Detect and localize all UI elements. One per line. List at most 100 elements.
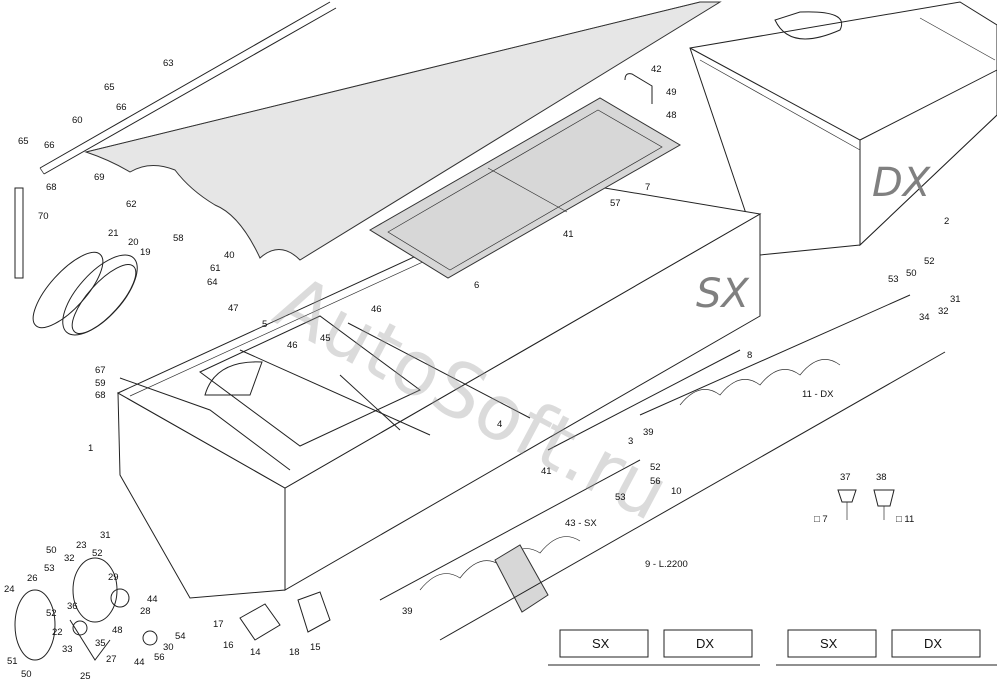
- callout-49: 49: [666, 87, 677, 98]
- callout-48b: 48: [112, 625, 123, 636]
- callout-52: 52: [924, 256, 935, 267]
- legend-right: SX DX: [776, 629, 997, 666]
- callout-44b: 44: [134, 657, 145, 668]
- callout-52c: 52: [92, 548, 103, 559]
- callout-31b: 31: [100, 530, 111, 541]
- legend-left-dx: DX: [696, 636, 714, 651]
- drive-assembly-left: [14, 557, 158, 661]
- callout-50: 50: [906, 268, 917, 279]
- callout-43: 43 - SX: [565, 518, 597, 529]
- callout-66b: 66: [44, 140, 55, 151]
- callout-56: 56: [650, 476, 661, 487]
- dim-11: □ 11: [896, 514, 914, 525]
- callout-28: 28: [140, 606, 151, 617]
- strip-part-70: [14, 187, 24, 279]
- legend-left-sx: SX: [592, 636, 610, 651]
- callout-48: 48: [666, 110, 677, 121]
- callout-18: 18: [289, 647, 300, 658]
- callout-8: 8: [747, 350, 752, 361]
- callout-47: 47: [228, 303, 239, 314]
- legend-left: SX DX: [548, 629, 760, 666]
- callout-31: 31: [950, 294, 961, 305]
- callout-67: 67: [95, 365, 106, 376]
- callout-50b: 50: [46, 545, 57, 556]
- callout-62: 62: [126, 199, 137, 210]
- callout-27: 27: [106, 654, 117, 665]
- hopper-body-part-1: SX: [116, 182, 762, 599]
- callout-61: 61: [210, 263, 221, 274]
- callout-32b: 32: [64, 553, 75, 564]
- callout-69: 69: [94, 172, 105, 183]
- callout-2: 2: [944, 216, 949, 227]
- callout-64: 64: [207, 277, 218, 288]
- callout-42: 42: [651, 64, 662, 75]
- top-rail-part-60: [39, 1, 337, 175]
- callout-41: 41: [563, 229, 574, 240]
- fittings-37-38: [837, 489, 895, 520]
- callout-38: 38: [876, 472, 887, 483]
- callout-14: 14: [250, 647, 261, 658]
- callout-58: 58: [173, 233, 184, 244]
- handle-part-42: [624, 73, 653, 104]
- callout-9: 9 - L.2200: [645, 559, 688, 570]
- callout-26: 26: [27, 573, 38, 584]
- bracket-part-15: [297, 591, 331, 633]
- callout-52b: 52: [650, 462, 661, 473]
- callout-10: 10: [671, 486, 682, 497]
- callout-66: 66: [116, 102, 127, 113]
- callout-3: 3: [628, 436, 633, 447]
- callout-6: 6: [474, 280, 479, 291]
- callout-25: 25: [80, 671, 91, 682]
- callout-39b: 39: [402, 606, 413, 617]
- plate-part-14: [239, 603, 281, 641]
- auger-sx-part-43: [379, 459, 641, 613]
- belts-parts-19-21: [32, 251, 138, 336]
- callout-52d: 52: [46, 608, 57, 619]
- callout-53c: 53: [44, 563, 55, 574]
- callout-65b: 65: [18, 136, 29, 147]
- callout-68: 68: [46, 182, 57, 193]
- callout-40: 40: [224, 250, 235, 261]
- callout-15: 15: [310, 642, 321, 653]
- shaft-part-9: [439, 351, 946, 641]
- callout-22: 22: [52, 627, 63, 638]
- dx-side-mark: DX: [872, 160, 932, 206]
- legend-right-dx: DX: [924, 636, 942, 651]
- sx-side-mark: SX: [696, 271, 750, 317]
- dx-housing-part-2: DX: [689, 1, 997, 256]
- callout-41b: 41: [541, 466, 552, 477]
- callout-labels: 63 65 66 60 65 66 68 69 62 70 58 21 20 1…: [4, 58, 961, 682]
- callout-39: 39: [643, 427, 654, 438]
- callout-23: 23: [76, 540, 87, 551]
- callout-4: 4: [497, 419, 502, 430]
- dim-7: □ 7: [814, 514, 828, 525]
- callout-36: 36: [67, 601, 78, 612]
- callout-17: 17: [213, 619, 224, 630]
- callout-53b: 53: [615, 492, 626, 503]
- callout-70: 70: [38, 211, 49, 222]
- bar-part-8: [547, 349, 741, 451]
- callout-44: 44: [147, 594, 158, 605]
- callout-21: 21: [108, 228, 119, 239]
- callout-19: 19: [140, 247, 151, 258]
- callout-51: 51: [7, 656, 18, 667]
- callout-46b: 46: [371, 304, 382, 315]
- callout-50c: 50: [21, 669, 32, 680]
- callout-34: 34: [919, 312, 930, 323]
- callout-65: 65: [104, 82, 115, 93]
- callout-37: 37: [840, 472, 851, 483]
- callout-1: 1: [88, 443, 93, 454]
- grid-lid-part-7: [369, 97, 681, 279]
- callout-35: 35: [95, 638, 106, 649]
- callout-45: 45: [320, 333, 331, 344]
- callout-30: 30: [163, 642, 174, 653]
- callout-68b: 68: [95, 390, 106, 401]
- callout-32: 32: [938, 306, 949, 317]
- callout-20: 20: [128, 237, 139, 248]
- callout-29: 29: [108, 572, 119, 583]
- callout-5: 5: [262, 319, 267, 330]
- callout-56b: 56: [154, 652, 165, 663]
- callout-54: 54: [175, 631, 186, 642]
- callout-60: 60: [72, 115, 83, 126]
